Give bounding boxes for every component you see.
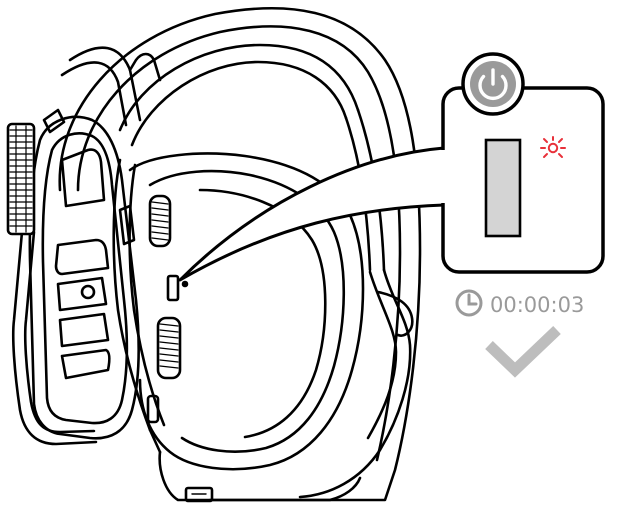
headset-illustration: [6, 6, 422, 503]
frame-outer: [28, 115, 140, 440]
frame-opening-5: [60, 348, 111, 380]
mic-foam: [6, 122, 36, 236]
ear-cushion: [128, 152, 365, 471]
callout-panel: [178, 52, 605, 282]
back-earcup: [298, 268, 412, 499]
timer: 00:00:03: [455, 289, 584, 317]
timer-text: 00:00:03: [490, 293, 584, 317]
callout-switch: [484, 138, 522, 238]
mute-button: [146, 394, 160, 424]
volume-wheel-top: [148, 194, 172, 248]
base-shell: [158, 450, 362, 502]
headset-power-switch: [166, 274, 180, 302]
volume-wheel-bottom: [156, 316, 182, 380]
outer-headband-inner-edge: [76, 25, 402, 462]
usb-port: [184, 486, 214, 503]
callout-box: [441, 86, 605, 274]
frame-opening-3: [56, 276, 108, 312]
mic-boom: [11, 230, 98, 446]
callout-tail: [178, 146, 445, 282]
inner-headband: [118, 43, 360, 132]
frame-opening-2: [54, 238, 110, 276]
frame-inner: [41, 132, 129, 425]
frame-opening-4: [58, 312, 110, 348]
frame-opening-1: [60, 148, 106, 208]
mic-foam-texture: [9, 125, 33, 233]
led-blink-icon: [540, 136, 566, 158]
checkmark-icon: [485, 326, 561, 378]
clock-icon: [455, 289, 483, 317]
power-icon: [478, 68, 508, 100]
outer-headband: [58, 6, 422, 502]
frame-knob: [80, 284, 96, 300]
